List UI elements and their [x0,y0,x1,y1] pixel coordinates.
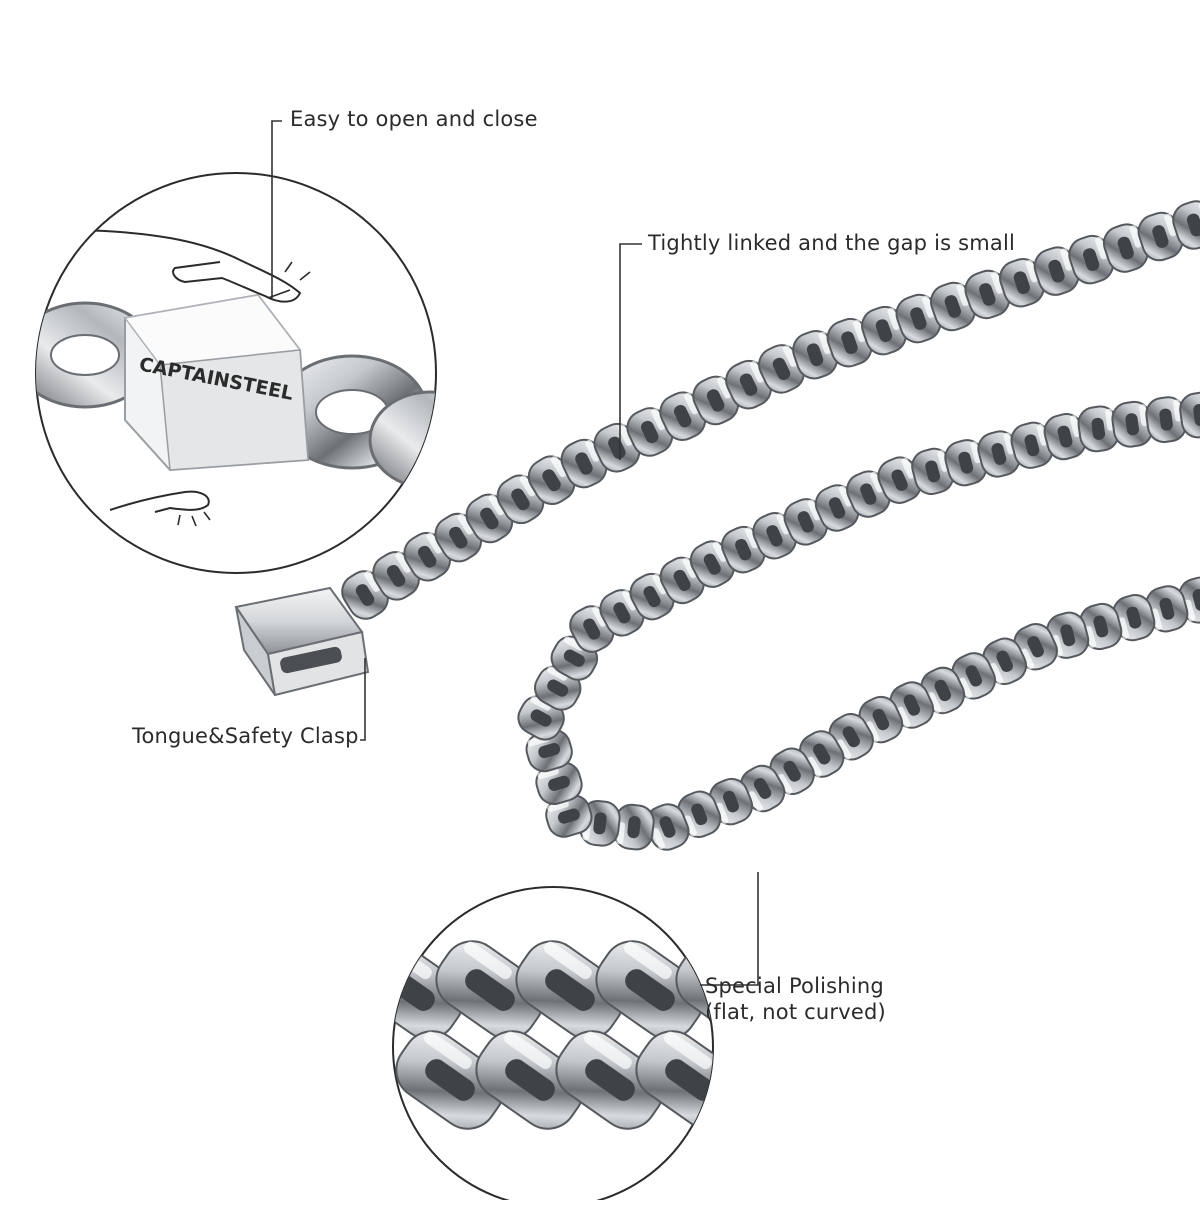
chain-link-icon [525,728,573,773]
chain-link-icon [929,281,976,332]
chain-link-icon [895,293,942,344]
chain-link-icon [435,940,545,1040]
callout-tight-links: Tightly linked and the gap is small [648,231,1016,255]
callout-lines [271,120,759,986]
callout-easy-open: Easy to open and close [290,107,538,131]
chain-link-icon [1010,421,1054,469]
chain-link-icon [1145,585,1189,633]
chain-link-icon [1079,602,1123,651]
chain-strand-lower [517,391,1200,851]
callout-polish: Special Polishing (flat, not curved) [705,973,886,1025]
chain-link-icon [1179,391,1200,439]
chain-link-icon [1145,396,1187,443]
chain-link-icon [1043,413,1087,461]
chain-link-icon [555,1030,665,1130]
clasp-zoom-circle: CAPTAINSTEEL [35,172,437,574]
chain-link-icon [395,1030,505,1130]
chain-link-icon [826,317,873,368]
chain-link-icon [645,803,690,851]
chain-link-icon [1112,594,1156,642]
chain-link-icon [560,438,608,489]
chain-link-icon [964,269,1011,320]
chain-link-icon [999,258,1045,308]
chain-link-icon [1172,200,1200,250]
chain-link-icon [977,430,1021,478]
chain-link-icon [475,1030,585,1130]
chain-link-icon [635,1030,713,1130]
chain-link-icon [708,777,754,826]
chain-link-icon [944,439,988,487]
chain-link-icon [535,761,583,805]
chain-strand-upper [341,200,1200,620]
chain-link-icon [705,1020,835,1140]
chain-link-icon [515,940,625,1040]
chain-link-icon [1102,223,1149,273]
chain-link-icon [595,940,705,1040]
chain-link-icon [725,359,772,410]
chain-link-icon [1033,246,1080,296]
chain-link-icon [1046,611,1090,659]
chain-link-icon [758,344,805,394]
callout-polish-line1: Special Polishing [705,974,884,998]
clasp-icon [234,586,370,697]
chain-link-icon [593,422,641,473]
chain-link-icon [861,305,907,356]
chain-link-icon [659,391,707,441]
chain-link-icon [626,407,674,457]
callout-clasp-type: Tongue&Safety Clasp [132,724,359,748]
polish-zoom-circle [392,886,835,1205]
callout-polish-line2: (flat, not curved) [705,1000,886,1024]
